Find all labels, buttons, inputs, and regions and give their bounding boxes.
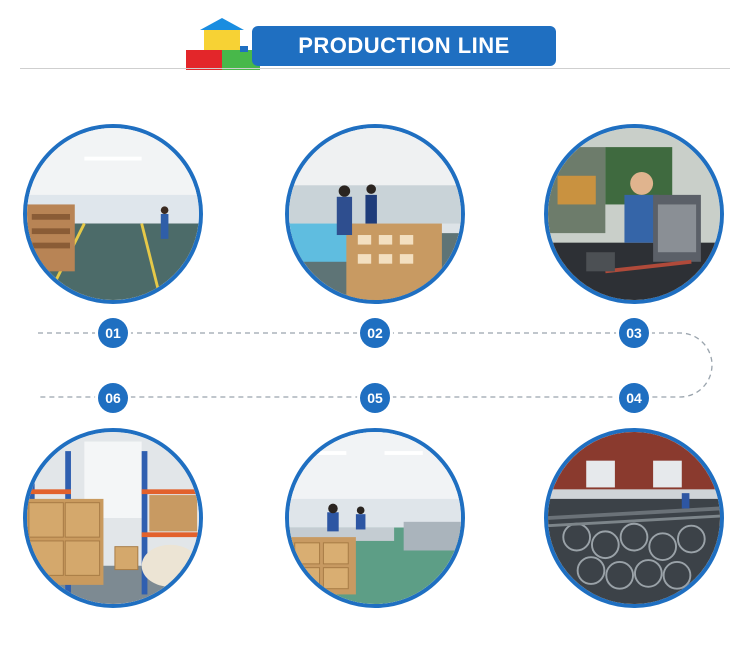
step-photo-03 [544,124,724,304]
step-photo-06 [23,428,203,608]
warehouse-aisle-photo [27,128,199,300]
step-badge-01: 01 [98,318,128,348]
step-photo-05 [285,428,465,608]
header: PRODUCTION LINE [0,0,750,80]
step-badge-02: 02 [360,318,390,348]
step-photo-01 [23,124,203,304]
step-badge-04: 04 [619,383,649,413]
step-photo-02 [285,124,465,304]
storage-shelves-photo [27,432,199,604]
step-badge-06: 06 [98,383,128,413]
step-badge-03: 03 [619,318,649,348]
steel-tubes-photo [548,432,720,604]
step-photo-04 [544,428,724,608]
stacked-blocks-icon [186,18,260,70]
workshop-assembly-photo [289,128,461,300]
step-badge-05: 05 [360,383,390,413]
page-title: PRODUCTION LINE [252,26,556,66]
machining-worker-photo [548,128,720,300]
header-divider [20,68,730,69]
packing-line-photo [289,432,461,604]
